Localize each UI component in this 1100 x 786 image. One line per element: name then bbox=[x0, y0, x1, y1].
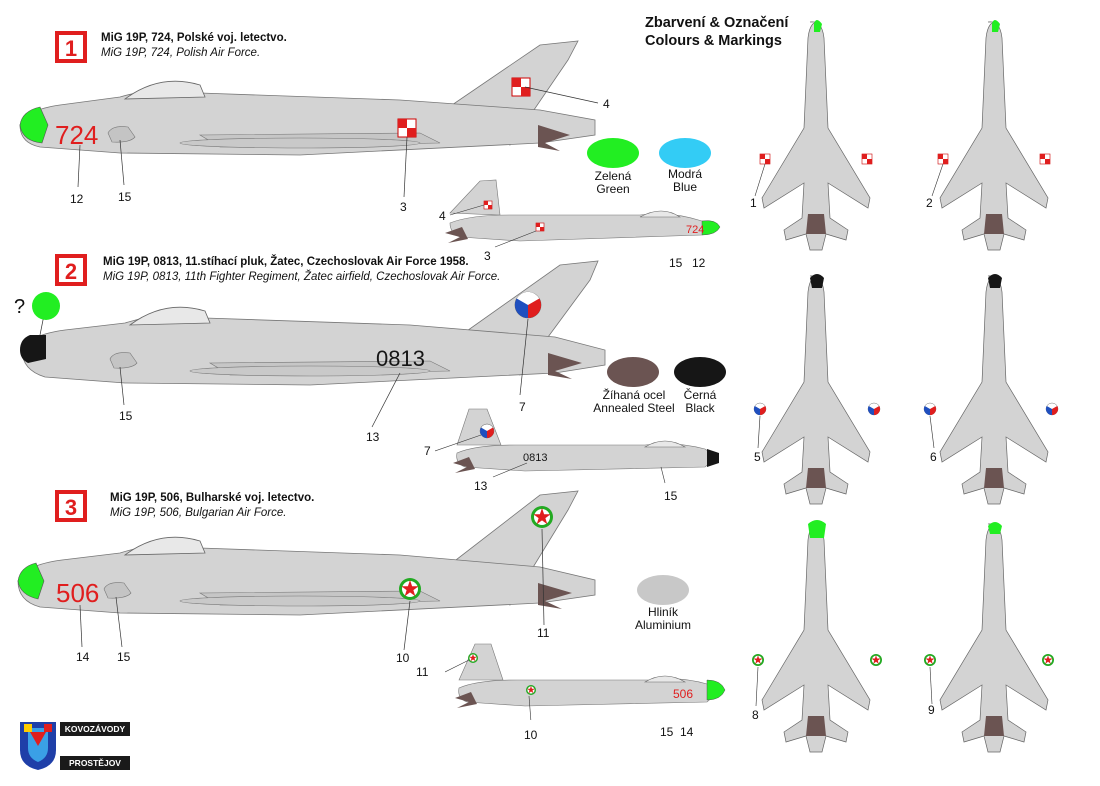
scheme-2-small-serial: 0813 bbox=[523, 452, 547, 464]
scheme-1-title: MiG 19P, 724, Polské voj. letectvo. bbox=[101, 32, 287, 44]
scheme-1-header: MiG 19P, 724, Polské voj. letectvo. MiG … bbox=[101, 32, 287, 59]
callout-plan-1: 1 bbox=[750, 196, 757, 210]
callout-plan-2: 2 bbox=[926, 196, 933, 210]
callout-s3s-14: 14 bbox=[680, 725, 694, 739]
callout-plan-5: 5 bbox=[754, 450, 761, 464]
callout-s3-11: 11 bbox=[537, 626, 550, 640]
scheme-3-serial: 506 bbox=[56, 578, 99, 606]
callout-s1s-4: 4 bbox=[439, 209, 446, 223]
scheme-1-badge: 1 bbox=[55, 31, 87, 63]
scheme-3-badge: 3 bbox=[55, 490, 87, 522]
scheme-3-subtitle: MiG 19P, 506, Bulgarian Air Force. bbox=[110, 507, 287, 519]
scheme-3-serial-graphic: 506 bbox=[56, 578, 99, 606]
question-mark: ? bbox=[14, 296, 26, 318]
callout-s1-12: 12 bbox=[70, 192, 84, 206]
swatch-black bbox=[674, 357, 726, 387]
scheme-3-number: 3 bbox=[65, 495, 77, 520]
kovozavody-logo: KOVOZÁVODY PROSTĚJOV bbox=[18, 720, 136, 772]
scheme-3-header: MiG 19P, 506, Bulharské voj. letectvo. M… bbox=[110, 492, 314, 519]
scheme-1-number: 1 bbox=[65, 36, 77, 61]
plan-bottom-1 bbox=[931, 20, 1051, 251]
callout-s1-3: 3 bbox=[400, 200, 407, 214]
plan-top-1 bbox=[754, 20, 873, 251]
scheme-2-title: MiG 19P, 0813, 11.stíhací pluk, Žatec, C… bbox=[103, 256, 469, 268]
scheme-3-title: MiG 19P, 506, Bulharské voj. letectvo. bbox=[110, 492, 315, 504]
scheme-1-serial: 724 bbox=[55, 120, 98, 148]
callout-s1s-12: 12 bbox=[692, 256, 706, 270]
swatch-green bbox=[587, 138, 639, 168]
callout-plan-8: 8 bbox=[752, 708, 759, 722]
heading-czech: Zbarvení & Označení bbox=[645, 15, 789, 31]
heading-english: Colours & Markings bbox=[645, 33, 782, 49]
callout-s1-15: 15 bbox=[118, 190, 132, 204]
scheme-2-badge: 2 bbox=[55, 254, 87, 286]
logo-line1: KOVOZÁVODY bbox=[60, 722, 130, 736]
scheme-1-subtitle: MiG 19P, 724, Polish Air Force. bbox=[101, 47, 261, 59]
callout-s1-4: 4 bbox=[603, 97, 610, 111]
scheme-1-serial-graphic: 724 bbox=[55, 120, 98, 148]
scheme-2-serial: 0813 bbox=[376, 346, 425, 371]
scheme-2-side-profile bbox=[20, 260, 606, 428]
callout-s2-13: 13 bbox=[366, 430, 380, 444]
callout-s2-15: 15 bbox=[119, 409, 133, 423]
plan-views-scheme-2 bbox=[753, 274, 1059, 505]
callout-s3-14: 14 bbox=[76, 650, 90, 664]
scheme-3-small-profile: 506 bbox=[445, 643, 726, 720]
callout-plan-9: 9 bbox=[928, 703, 935, 717]
colours-markings-heading: Zbarvení & Označení Colours & Markings bbox=[645, 14, 788, 50]
plan-top-2 bbox=[753, 274, 881, 505]
callout-plan-6: 6 bbox=[930, 450, 937, 464]
plan-views-scheme-1 bbox=[754, 20, 1051, 251]
plan-bottom-3 bbox=[924, 522, 1054, 753]
plan-top-3 bbox=[752, 520, 882, 753]
callout-s1s-3: 3 bbox=[484, 249, 491, 263]
logo-shield-icon bbox=[20, 722, 56, 770]
callout-s3s-10: 10 bbox=[524, 728, 538, 742]
callout-s3-15: 15 bbox=[117, 650, 131, 664]
scheme-2-serial-graphic: 0813 bbox=[376, 346, 425, 371]
scheme-1-small-serial: 724 bbox=[686, 224, 704, 236]
green-nose-option bbox=[32, 292, 60, 320]
scheme-2-header: MiG 19P, 0813, 11.stíhací pluk, Žatec, C… bbox=[103, 256, 500, 283]
callout-s3s-15: 15 bbox=[660, 725, 674, 739]
scheme-1-small-profile: 724 bbox=[445, 179, 721, 248]
callout-s1s-15: 15 bbox=[669, 256, 683, 270]
callout-s3s-11: 11 bbox=[416, 665, 429, 679]
swatch-annealed-steel bbox=[607, 357, 659, 387]
callout-s2s-13: 13 bbox=[474, 479, 488, 493]
callout-s2-7: 7 bbox=[519, 400, 526, 414]
swatch-aluminium bbox=[637, 575, 689, 605]
scheme-2-number: 2 bbox=[65, 259, 77, 284]
callout-s3-10: 10 bbox=[396, 651, 410, 665]
plan-views-scheme-3 bbox=[752, 520, 1054, 753]
scheme-3-side-profile bbox=[17, 490, 596, 651]
logo-line2: PROSTĚJOV bbox=[60, 756, 130, 770]
scheme-2-small-profile: 0813 bbox=[435, 408, 719, 484]
callout-s2s-7: 7 bbox=[424, 444, 431, 458]
callout-s2s-15: 15 bbox=[664, 489, 678, 503]
scheme-3-small-serial: 506 bbox=[673, 687, 693, 701]
swatch-blue bbox=[659, 138, 711, 168]
scheme-2-subtitle: MiG 19P, 0813, 11th Fighter Regiment, Ža… bbox=[103, 271, 501, 283]
scheme-1-side-profile bbox=[19, 40, 599, 198]
plan-bottom-2 bbox=[923, 274, 1059, 505]
